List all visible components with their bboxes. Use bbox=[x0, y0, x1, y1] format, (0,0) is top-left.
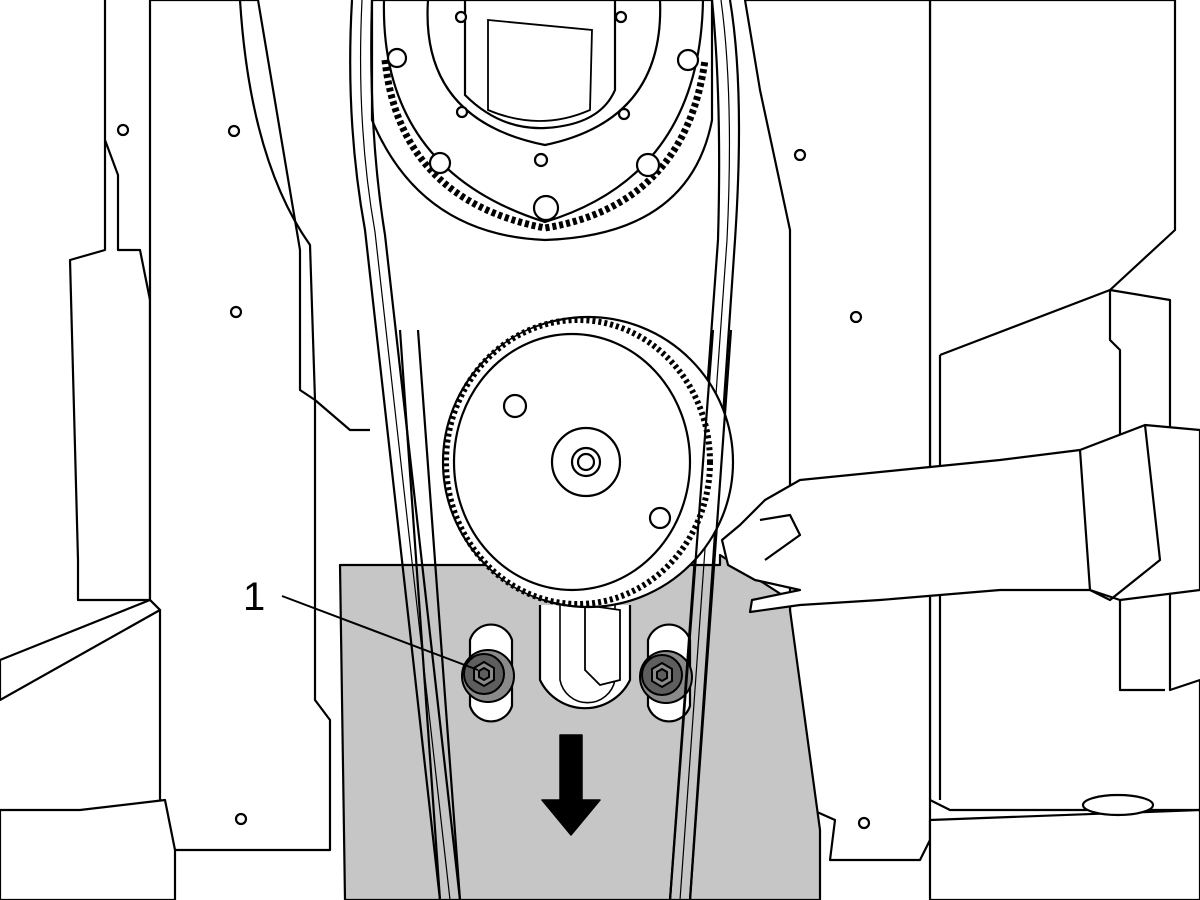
lower-pulley-hole-b bbox=[648, 506, 672, 530]
shaft-block bbox=[584, 603, 621, 686]
belt-left-outer bbox=[349, 0, 442, 900]
belt-left-mid bbox=[359, 0, 451, 900]
belt-right-mid bbox=[679, 0, 731, 900]
left-bolt bbox=[461, 649, 515, 703]
left-column bbox=[148, 0, 332, 852]
upper-pulley bbox=[370, 0, 714, 242]
housing-holes bbox=[116, 123, 871, 830]
belt-left-inner bbox=[370, 0, 462, 900]
left-base-block bbox=[0, 798, 177, 900]
upper-hub-bore-inner bbox=[487, 19, 593, 122]
tension-plate bbox=[338, 553, 822, 900]
right-bolt bbox=[639, 650, 693, 704]
lower-left-base bbox=[0, 598, 162, 702]
tension-plate-body bbox=[338, 553, 822, 900]
belt-right-inner bbox=[668, 0, 721, 900]
right-step-bracket bbox=[939, 288, 1165, 692]
lower-pulley-hole-a bbox=[502, 393, 528, 419]
callout-leader-line bbox=[281, 595, 479, 671]
drive-belt-front bbox=[398, 329, 733, 900]
hand-sleeve-cuff bbox=[1078, 424, 1162, 602]
down-arrow-icon bbox=[541, 734, 601, 836]
right-base-block bbox=[928, 808, 1200, 900]
callout-1: 1 bbox=[243, 575, 479, 671]
belt-right-outer bbox=[688, 0, 741, 900]
left-curved-bracket bbox=[238, 0, 370, 432]
lower-hub-bore bbox=[576, 452, 596, 472]
right-base-hole bbox=[1081, 793, 1155, 817]
callout-label: 1 bbox=[243, 575, 265, 619]
lower-pulley bbox=[441, 315, 735, 609]
hand bbox=[720, 423, 1200, 614]
right-column bbox=[928, 0, 1200, 812]
left-housing-panel bbox=[68, 0, 152, 602]
upper-pulley-teeth bbox=[381, 59, 709, 232]
drive-belt bbox=[349, 0, 741, 900]
hand-finger-crease bbox=[759, 513, 802, 561]
